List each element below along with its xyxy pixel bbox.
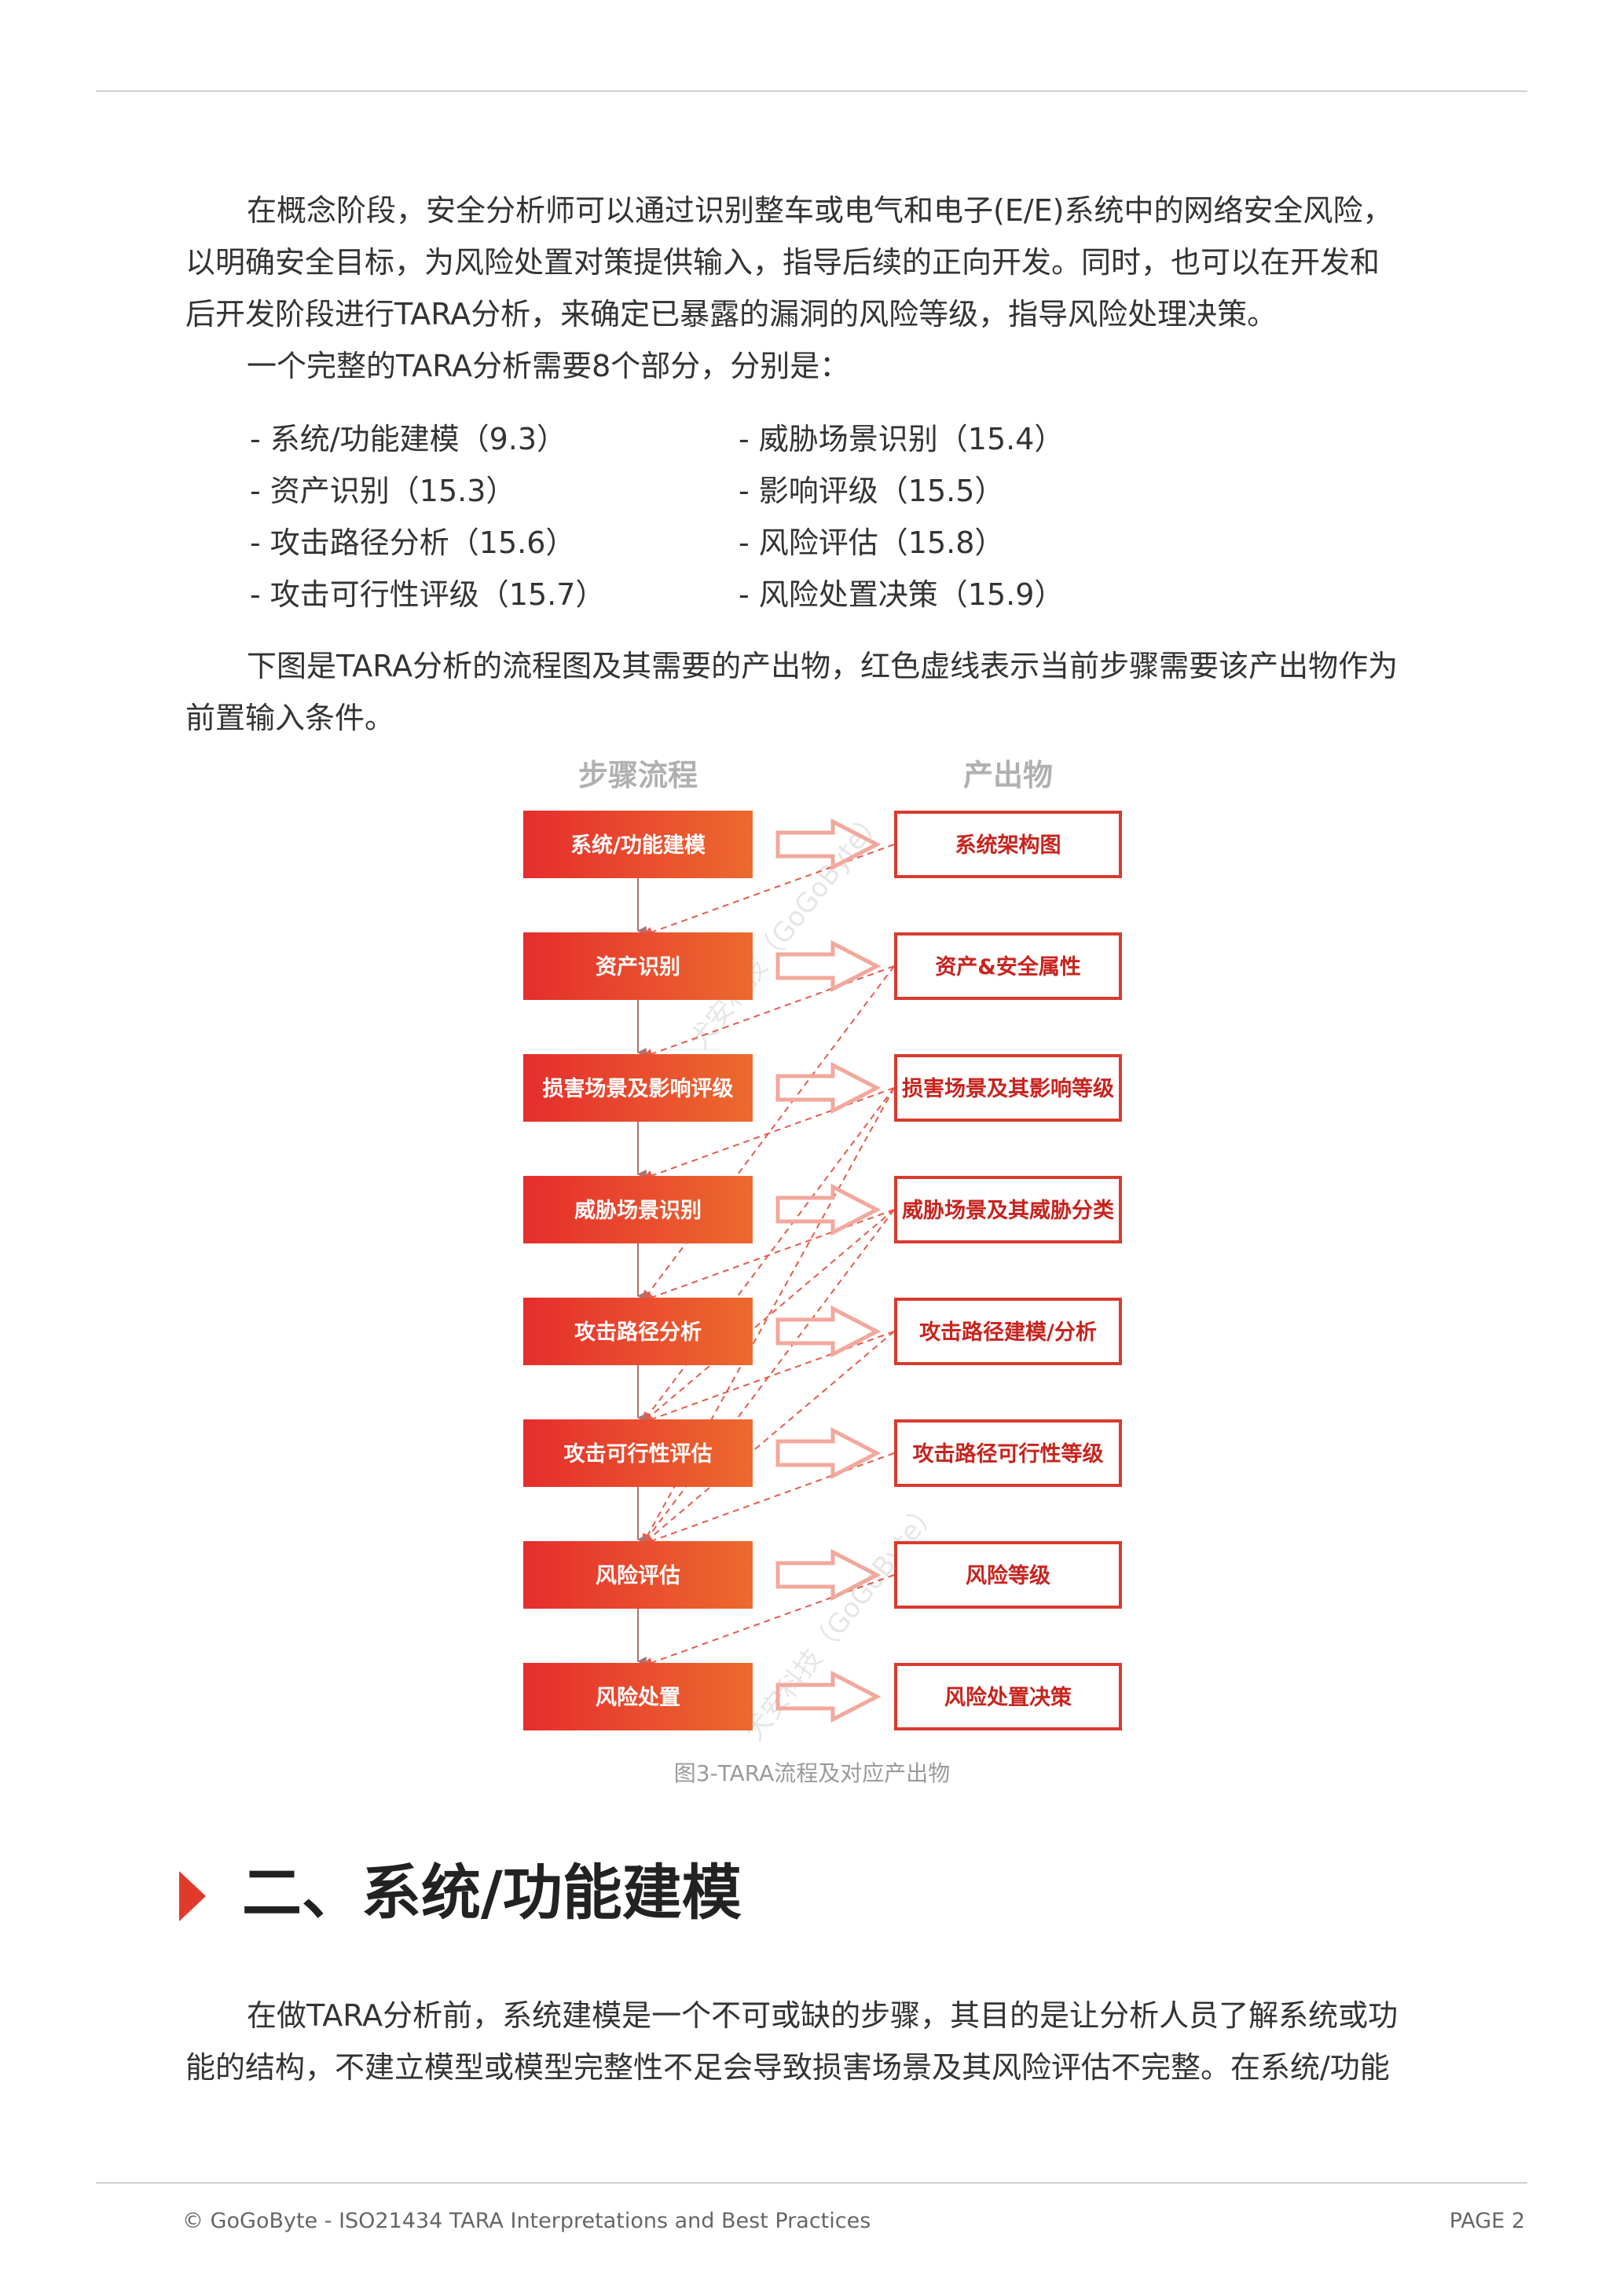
step-label: 资产识别 — [596, 955, 680, 980]
step-label: 系统/功能建模 — [570, 833, 706, 858]
flow-arrow-icon — [775, 1305, 882, 1358]
footer-copyright: © GoGoByte - ISO21434 TARA Interpretatio… — [182, 2209, 871, 2233]
flow-arrow-icon — [775, 1548, 882, 1602]
section-paragraph: 在做TARA分析前，系统建模是一个不可或缺的步骤，其目的是让分析人员了解系统或功… — [185, 1990, 1443, 2093]
footer-page-number: PAGE 2 — [1449, 2209, 1525, 2233]
intro-paragraph-2: 一个完整的TARA分析需要8个部分，分别是： — [185, 340, 1443, 392]
list-item: - 攻击路径分析（15.6） — [250, 525, 576, 560]
dependency-dashed-line — [641, 1574, 895, 1668]
intro-line-4: 一个完整的TARA分析需要8个部分，分别是： — [247, 349, 850, 383]
step-box — [523, 1054, 753, 1122]
dependency-dashed-line — [641, 1452, 895, 1547]
flow-arrow-icon — [775, 1183, 882, 1236]
output-box — [894, 1176, 1122, 1243]
output-label: 损害场景及其影响等级 — [902, 1076, 1114, 1101]
output-label: 资产&安全属性 — [935, 954, 1081, 980]
section-line-2: 能的结构，不建立模型或模型完整性不足会导致损害场景及其风险评估不完整。在系统/功… — [185, 2050, 1390, 2085]
step-box — [523, 1663, 753, 1730]
flow-arrow-icon — [775, 818, 882, 871]
step-label: 损害场景及影响评级 — [543, 1076, 734, 1101]
intro-paragraph-1: 在概念阶段，安全分析师可以通过识别整车或电气和电子(E/E)系统中的网络安全风险… — [185, 185, 1443, 340]
output-label: 风险等级 — [966, 1563, 1050, 1588]
figure-caption: 图3-TARA流程及对应产出物 — [673, 1760, 951, 1786]
step-label: 攻击路径分析 — [574, 1320, 702, 1345]
intro-line-3: 后开发阶段进行TARA分析，来确定已暴露的漏洞的风险等级，指导风险处理决策。 — [185, 297, 1278, 331]
step-box — [523, 811, 753, 878]
output-box — [894, 1541, 1122, 1609]
list-item: - 影响评级（15.5） — [739, 474, 1005, 508]
list-item: - 风险评估（15.8） — [739, 525, 1005, 560]
section-title: 二、系统/功能建模 — [242, 1858, 742, 1928]
outputs-header: 产出物 — [963, 758, 1053, 793]
section-line-1: 在做TARA分析前，系统建模是一个不可或缺的步骤，其目的是让分析人员了解系统或功 — [247, 1998, 1399, 2033]
list-item: - 风险处置决策（15.9） — [739, 577, 1065, 612]
output-label: 风险处置决策 — [944, 1685, 1072, 1710]
dependency-dashed-line — [642, 1209, 895, 1546]
figure-intro-line-2: 前置输入条件。 — [185, 701, 395, 735]
dependency-dashed-line — [641, 844, 895, 938]
step-label: 威胁场景识别 — [574, 1199, 702, 1223]
output-box — [894, 1419, 1122, 1487]
dependency-dashed-line — [641, 965, 895, 1060]
tara-flow-diagram: 犬安科技（GoGoByte）犬安科技（GoGoByte） 步骤流程产出物系统/功… — [511, 754, 1139, 1744]
output-label: 攻击路径建模/分析 — [919, 1320, 1097, 1345]
flow-arrow-icon — [775, 1061, 882, 1115]
figure-intro-line-1: 下图是TARA分析的流程图及其需要的产出物，红色虚线表示当前步骤需要该产出物作为 — [247, 649, 1399, 683]
step-box — [523, 1541, 753, 1609]
step-label: 攻击可行性评估 — [564, 1441, 713, 1467]
header-rule — [96, 90, 1527, 92]
flow-arrow-icon — [775, 1670, 882, 1723]
step-box — [523, 1176, 753, 1243]
triangle-marker-icon — [179, 1871, 206, 1921]
flow-arrow-icon — [775, 1426, 882, 1480]
output-box — [894, 1298, 1122, 1365]
intro-line-2: 以明确安全目标，为风险处置对策提供输入，指导后续的正向开发。同时，也可以在开发和 — [185, 245, 1380, 280]
list-item: - 系统/功能建模（9.3） — [250, 422, 567, 456]
output-box — [894, 932, 1122, 1000]
footer-rule — [96, 2182, 1527, 2184]
dependency-dashed-line — [642, 1087, 895, 1424]
output-box — [894, 1663, 1122, 1730]
output-label: 威胁场景及其威胁分类 — [902, 1199, 1114, 1223]
list-item: - 攻击可行性评级（15.7） — [250, 577, 606, 612]
step-box — [523, 1298, 753, 1365]
step-label: 风险评估 — [596, 1563, 680, 1588]
figure-intro-paragraph: 下图是TARA分析的流程图及其需要的产出物，红色虚线表示当前步骤需要该产出物作为… — [185, 640, 1443, 744]
output-label: 系统架构图 — [955, 833, 1061, 858]
step-box — [523, 932, 753, 1000]
steps-header: 步骤流程 — [578, 758, 698, 793]
output-label: 攻击路径可行性等级 — [913, 1441, 1104, 1467]
output-box — [894, 1054, 1122, 1122]
intro-line-1: 在概念阶段，安全分析师可以通过识别整车或电气和电子(E/E)系统中的网络安全风险… — [247, 193, 1393, 228]
list-item: - 威胁场景识别（15.4） — [739, 422, 1065, 456]
output-box — [894, 811, 1122, 878]
step-box — [523, 1419, 753, 1487]
dependency-dashed-line — [642, 965, 895, 1302]
step-label: 风险处置 — [596, 1685, 680, 1710]
list-item: - 资产识别（15.3） — [250, 474, 516, 508]
flow-arrow-icon — [775, 939, 882, 993]
